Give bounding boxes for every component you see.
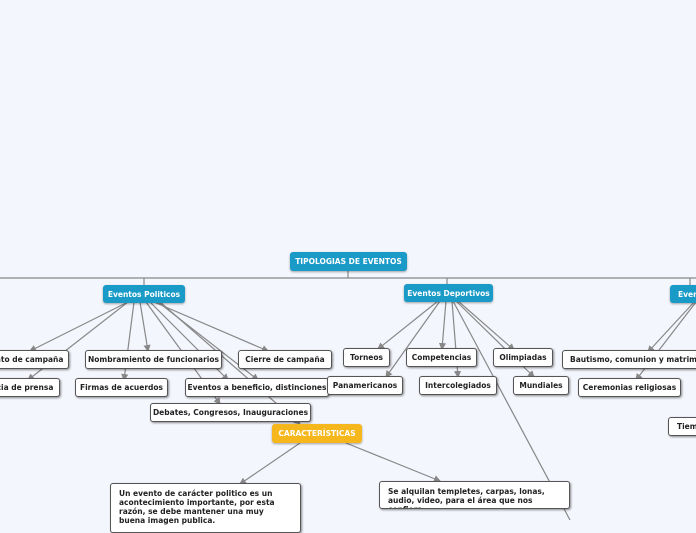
leaf-rueda-prensa[interactable]: cia de prensa	[0, 378, 60, 397]
leaf-mundiales[interactable]: Mundiales	[513, 376, 569, 395]
branch-third-partial[interactable]: Even	[670, 285, 696, 303]
leaf-panamericanos[interactable]: Panamericanos	[327, 376, 403, 395]
leaf-ceremonias-religiosas[interactable]: Ceremonias religiosas	[578, 378, 681, 397]
branch-eventos-politicos[interactable]: Eventos Politicos	[103, 285, 185, 303]
caracteristicas-node[interactable]: CARACTERÍSTICAS	[272, 424, 362, 443]
leaf-olimpiadas[interactable]: Olimpiadas	[493, 348, 553, 367]
leaf-bautismo-comunion-matrimonio[interactable]: Bautismo, comunion y matrimonio	[562, 350, 696, 369]
leaf-lanzamiento-campana[interactable]: nto de campaña	[0, 350, 69, 369]
leaf-tiempo-partial[interactable]: Tiem	[668, 417, 696, 436]
leaf-torneos[interactable]: Torneos	[343, 348, 390, 367]
leaf-cierre-campana[interactable]: Cierre de campaña	[238, 350, 332, 369]
leaf-intercolegiados[interactable]: Intercolegiados	[419, 376, 497, 395]
root-node[interactable]: TIPOLOGIAS DE EVENTOS	[290, 252, 407, 271]
leaf-competencias[interactable]: Competencias	[406, 348, 477, 367]
note-alquiler-templetes[interactable]: Se alquilan templetes, carpas, lonas, au…	[379, 481, 570, 509]
leaf-firmas-acuerdos[interactable]: Firmas de acuerdos	[75, 378, 168, 397]
leaf-nombramiento-funcionarios[interactable]: Nombramiento de funcionarios	[85, 350, 222, 369]
mind-map-canvas: TIPOLOGIAS DE EVENTOS Eventos Politicos …	[0, 252, 696, 533]
leaf-eventos-beneficio[interactable]: Eventos a beneficio, distinciones	[185, 378, 329, 397]
branch-eventos-deportivos[interactable]: Eventos Deportivos	[404, 284, 493, 302]
leaf-debates-congresos[interactable]: Debates, Congresos, Inauguraciones	[150, 403, 311, 422]
note-evento-politico[interactable]: Un evento de carácter politico es un aco…	[110, 483, 301, 533]
